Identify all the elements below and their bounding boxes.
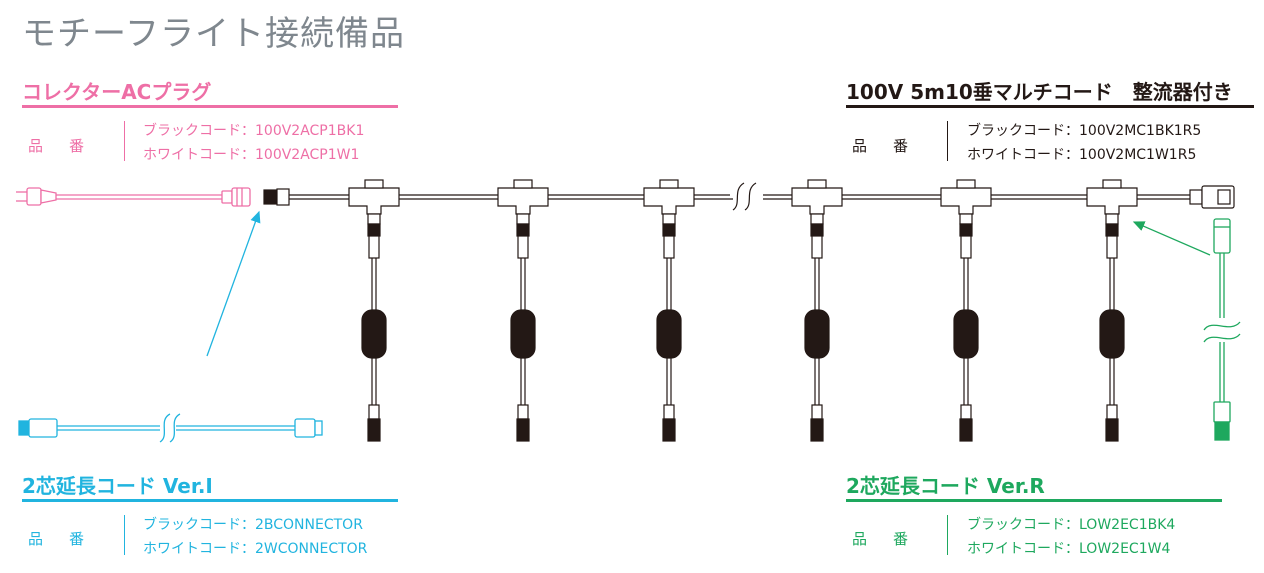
- ext-cord-i-part-label: 品番: [28, 530, 111, 548]
- ext-cord-r-illustration: [1203, 218, 1241, 441]
- multi-cord-part-label: 品番: [852, 137, 935, 155]
- ext-cord-i-arrow: [206, 210, 261, 357]
- ext-cord-r-code-black: ブラックコード：LOW2EC1BK4: [967, 517, 1176, 533]
- ac-plug-rule: [22, 105, 398, 108]
- cord-drop: [940, 179, 992, 442]
- ext-cord-r-separator: [947, 515, 948, 555]
- ext-cord-r-codes: ブラックコード：LOW2EC1BK4 ホワイトコード：LOW2EC1W4: [967, 513, 1175, 561]
- ac-plug-illustration: [16, 187, 251, 207]
- ac-plug-codes: ブラックコード：100V2ACP1BK1 ホワイトコード：100V2ACP1W1: [143, 119, 364, 167]
- multi-cord-codes: ブラックコード：100V2MC1BK1R5 ホワイトコード：100V2MC1W1…: [967, 119, 1201, 167]
- ext-cord-r-code-white: ホワイトコード：LOW2EC1W4: [967, 541, 1171, 557]
- ext-cord-r-arrow: [1132, 221, 1211, 256]
- ext-cord-i-codes: ブラックコード：2BCONNECTOR ホワイトコード：2WCONNECTOR: [143, 513, 367, 561]
- ext-cord-i-code-white: ホワイトコード：2WCONNECTOR: [143, 541, 368, 557]
- multi-cord-code-black: ブラックコード：100V2MC1BK1R5: [967, 123, 1202, 139]
- ac-plug-part-label: 品番: [28, 137, 111, 155]
- cord-drop: [348, 179, 400, 442]
- ext-cord-r-heading: 2芯延長コード Ver.R: [846, 474, 1045, 498]
- ac-plug-heading: コレクターACプラグ: [22, 80, 212, 104]
- multi-cord-separator: [947, 121, 948, 161]
- cord-drop: [643, 179, 695, 442]
- cord-drops: [348, 179, 1138, 442]
- ext-cord-r-rule: [846, 499, 1222, 502]
- ext-cord-i-heading: 2芯延長コード Ver.I: [22, 474, 213, 498]
- page-title: モチーフライト接続備品: [22, 14, 405, 54]
- ac-plug-separator: [124, 121, 125, 161]
- cord-drop: [1086, 179, 1138, 442]
- ext-cord-i-rule: [22, 499, 398, 502]
- multi-cord-heading: 100V 5m10垂マルチコード 整流器付き: [846, 80, 1233, 104]
- cord-drop: [791, 179, 843, 442]
- ac-plug-code-black: ブラックコード：100V2ACP1BK1: [143, 123, 365, 139]
- ext-cord-i-separator: [124, 515, 125, 555]
- ext-cord-i-illustration: [18, 413, 323, 443]
- cord-drop: [497, 179, 549, 442]
- multi-cord-code-white: ホワイトコード：100V2MC1W1R5: [967, 147, 1197, 163]
- ac-plug-code-white: ホワイトコード：100V2ACP1W1: [143, 147, 360, 163]
- multi-cord-rule: [846, 105, 1254, 108]
- ext-cord-r-part-label: 品番: [852, 530, 935, 548]
- ext-cord-i-code-black: ブラックコード：2BCONNECTOR: [143, 517, 363, 533]
